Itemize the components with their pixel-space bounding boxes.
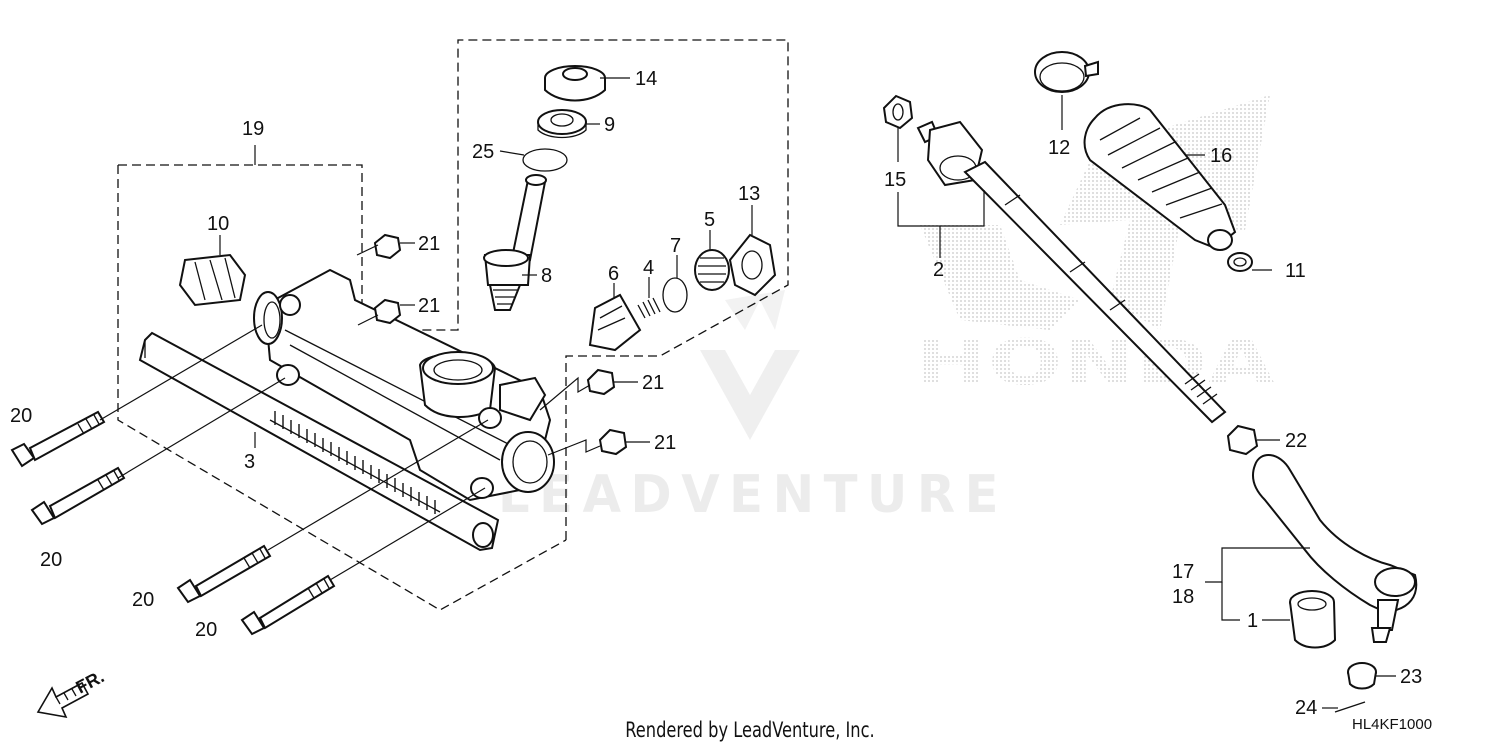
front-direction-arrow: FR. <box>36 666 107 719</box>
callout-13: 13 <box>738 183 760 205</box>
callout-labels: 14 9 25 8 13 5 7 4 6 10 19 21 21 21 21 3… <box>10 68 1422 719</box>
o-ring <box>662 277 688 313</box>
rack-bush <box>178 253 247 307</box>
honda-logo-text: HONDA <box>915 326 1275 399</box>
bolt-20-d <box>240 574 336 636</box>
locknut <box>728 233 777 297</box>
callout-3: 3 <box>244 451 255 473</box>
rack-guide <box>588 293 642 352</box>
lock-washer <box>882 94 914 130</box>
dust-boot <box>1083 103 1237 251</box>
callout-6: 6 <box>608 263 619 285</box>
oil-seal <box>537 109 587 139</box>
callout-11: 11 <box>1285 260 1306 282</box>
rack-guide-spring <box>637 297 661 319</box>
cotter-pin <box>1334 701 1366 713</box>
bolt-20-c <box>176 544 272 604</box>
rack-bar <box>138 331 500 552</box>
dust-seal <box>1289 590 1337 649</box>
callout-12: 12 <box>1048 137 1070 159</box>
assembly-19-outline-left <box>117 165 567 611</box>
callout-2: 2 <box>933 259 944 281</box>
callout-9: 9 <box>604 114 615 136</box>
nut-21-a <box>373 233 402 260</box>
nut-21-b <box>373 298 402 325</box>
callout-19: 19 <box>242 118 264 140</box>
callout-14: 14 <box>635 68 657 90</box>
callout-21-d: 21 <box>654 432 676 454</box>
callout-15: 15 <box>884 169 906 191</box>
tie-rod-end <box>1252 454 1418 643</box>
nut-21-d <box>598 428 628 456</box>
callout-1: 1 <box>1247 610 1258 632</box>
callout-8: 8 <box>541 265 552 287</box>
leader-lines <box>99 77 1396 709</box>
callout-25: 25 <box>472 141 494 163</box>
callout-20-a: 20 <box>10 405 32 427</box>
jam-nut <box>1226 424 1259 456</box>
callout-22: 22 <box>1285 430 1307 452</box>
pinion-cap <box>544 65 606 102</box>
callout-21-a: 21 <box>418 233 440 255</box>
leadventure-watermark: LEADVENTURE <box>498 290 1008 525</box>
callout-18: 18 <box>1172 586 1194 608</box>
callout-23: 23 <box>1400 666 1422 688</box>
rack-guide-screw <box>694 249 730 291</box>
boot-band <box>1034 51 1099 93</box>
leadventure-watermark-text: LEADVENTURE <box>498 465 1008 525</box>
castle-nut <box>1347 662 1377 690</box>
callout-5: 5 <box>704 209 715 231</box>
callout-10: 10 <box>207 213 229 235</box>
callout-21-c: 21 <box>642 372 664 394</box>
callout-24: 24 <box>1295 697 1317 719</box>
assembly-19-outline-right <box>362 39 789 540</box>
gearbox-housing <box>253 268 555 502</box>
pinion-shaft <box>483 174 547 311</box>
diagram-code: HL4KF1000 <box>1352 716 1433 733</box>
bolt-20-b <box>30 466 126 526</box>
rendered-by-credit: Rendered by LeadVenture, Inc. <box>625 718 875 742</box>
nut-21-c <box>586 368 616 396</box>
assembly-19-bracket <box>118 164 363 330</box>
snap-ring <box>522 148 568 172</box>
callout-20-b: 20 <box>40 549 62 571</box>
callout-20-c: 20 <box>132 589 154 611</box>
callout-4: 4 <box>643 257 654 279</box>
boot-clip <box>1227 252 1253 272</box>
callout-16: 16 <box>1210 145 1232 167</box>
callout-21-b: 21 <box>418 295 440 317</box>
tie-rod-inner <box>916 120 1227 424</box>
callout-17: 17 <box>1172 561 1194 583</box>
callout-7: 7 <box>670 235 681 257</box>
callout-20-d: 20 <box>195 619 217 641</box>
bolt-20-a <box>10 410 106 468</box>
